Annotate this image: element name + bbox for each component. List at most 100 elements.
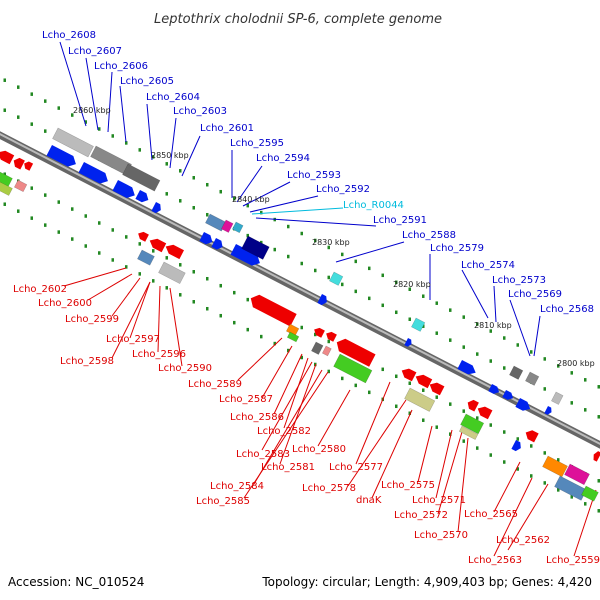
gene-label[interactable]: Lcho_2594 [256, 153, 310, 164]
gene-label[interactable]: Lcho_2590 [158, 363, 212, 374]
tick-dot [3, 172, 6, 176]
gene-label[interactable]: Lcho_2596 [132, 349, 186, 360]
tick-dot [516, 437, 519, 441]
gene-label[interactable]: Lcho_2591 [373, 215, 427, 226]
tick-dot [71, 113, 74, 117]
gene-box [581, 485, 599, 502]
gene-label[interactable]: Lcho_2574 [461, 260, 515, 271]
gene-arrow [165, 244, 184, 260]
gene-label[interactable]: dnaK [356, 495, 382, 506]
gene-label[interactable]: Lcho_2587 [219, 394, 273, 405]
tick-dot [138, 148, 141, 152]
gene-arrow [415, 374, 433, 389]
tick-dot [44, 99, 47, 103]
leader-line [249, 195, 319, 213]
tick-dot [476, 446, 479, 450]
gene-label[interactable]: Lcho_2603 [173, 106, 227, 117]
gene-label[interactable]: Lcho_2608 [42, 30, 96, 41]
gene-label[interactable]: Lcho_2569 [508, 289, 562, 300]
gene-label[interactable]: Lcho_R0044 [343, 200, 404, 211]
tick-dot [287, 224, 290, 229]
gene-label[interactable]: Lcho_2606 [94, 61, 148, 72]
gene-label[interactable]: Lcho_2592 [316, 184, 370, 195]
tick-dot [246, 233, 249, 238]
leader-line [157, 285, 161, 353]
gene-label[interactable]: Lcho_2593 [287, 170, 341, 181]
gene-feature [122, 163, 161, 192]
gene-label[interactable]: Lcho_2601 [200, 123, 254, 134]
gene-arrow [511, 440, 521, 452]
gene-label[interactable]: Lcho_2575 [381, 480, 435, 491]
gene-label[interactable]: Lcho_2579 [430, 243, 484, 254]
gene-label[interactable]: Lcho_2559 [546, 555, 600, 566]
gene-label[interactable]: Lcho_2581 [261, 462, 315, 473]
gene-label[interactable]: Lcho_2595 [230, 138, 284, 149]
gene-label[interactable]: Lcho_2577 [329, 462, 383, 473]
tick-dot [462, 409, 465, 413]
gene-label[interactable]: Lcho_2583 [236, 449, 290, 460]
tick-dot [233, 290, 236, 295]
gene-label[interactable]: Lcho_2589 [188, 379, 242, 390]
gene-label[interactable]: Lcho_2582 [257, 426, 311, 437]
tick-dot [3, 108, 6, 112]
gene-feature [78, 162, 108, 184]
gene-label[interactable]: Lcho_2565 [464, 509, 518, 520]
gene-label[interactable]: Lcho_2562 [496, 535, 550, 546]
gene-label[interactable]: Lcho_2602 [13, 284, 67, 295]
gene-label[interactable]: Lcho_2570 [414, 530, 468, 541]
tick-dot [192, 300, 195, 304]
gene-label[interactable]: Lcho_2573 [492, 275, 546, 286]
gene-label[interactable]: Lcho_2605 [120, 76, 174, 87]
gene-label[interactable]: Lcho_2580 [292, 444, 346, 455]
gene-label[interactable]: Lcho_2598 [60, 356, 114, 367]
tick-dot [273, 341, 276, 346]
gene-label[interactable]: Lcho_2597 [106, 334, 160, 345]
gene-arrow [326, 331, 337, 342]
gene-feature [24, 161, 34, 171]
tick-dot [570, 371, 573, 375]
gene-label[interactable]: Lcho_2599 [65, 314, 119, 325]
leader-line [181, 135, 201, 177]
gene-label[interactable]: Lcho_2563 [468, 555, 522, 566]
tick-dot [462, 315, 465, 319]
gene-label[interactable]: Lcho_2607 [68, 46, 122, 57]
tick-dot [395, 374, 398, 379]
gene-feature [165, 244, 184, 260]
tick-dot [543, 387, 546, 391]
gene-label[interactable]: Lcho_2600 [38, 298, 92, 309]
tick-label: 2850 kbp [151, 151, 189, 160]
tick-dot [408, 411, 411, 415]
leader-line [255, 217, 377, 227]
gene-feature [13, 179, 28, 193]
tick-label: 2820 kbp [393, 280, 431, 289]
tick-dot [557, 488, 560, 492]
gene-feature [52, 127, 94, 158]
leader-line [63, 267, 127, 287]
gene-label[interactable]: Lcho_2604 [146, 92, 200, 103]
leader-line [169, 287, 183, 367]
gene-label[interactable]: Lcho_2584 [210, 481, 264, 492]
tick-dot [206, 306, 209, 311]
gene-label[interactable]: Lcho_2588 [402, 230, 456, 241]
gene-box [221, 219, 234, 233]
gene-label[interactable]: Lcho_2586 [230, 412, 284, 423]
tick-dot [449, 308, 452, 312]
tick-dot [368, 266, 371, 271]
forward-gene-labels: Lcho_2608 Lcho_2607 Lcho_2606 Lcho_2605 … [42, 30, 594, 315]
gene-arrow [13, 157, 25, 170]
gene-label[interactable]: Lcho_2585 [196, 496, 250, 507]
gene-label[interactable]: Lcho_2571 [412, 495, 466, 506]
tick-dot [354, 383, 357, 388]
tick-dot [17, 209, 20, 213]
tick-dot [206, 182, 209, 187]
gene-arrow [230, 244, 260, 266]
gene-feature [0, 181, 13, 196]
gene-label[interactable]: Lcho_2568 [540, 304, 594, 315]
gene-label[interactable]: Lcho_2578 [302, 483, 356, 494]
gene-label[interactable]: Lcho_2572 [394, 510, 448, 521]
leader-line [146, 103, 153, 161]
gene-features [0, 127, 600, 502]
leader-line [129, 281, 151, 339]
tick-dot [543, 451, 546, 455]
tick-dot [179, 199, 182, 203]
